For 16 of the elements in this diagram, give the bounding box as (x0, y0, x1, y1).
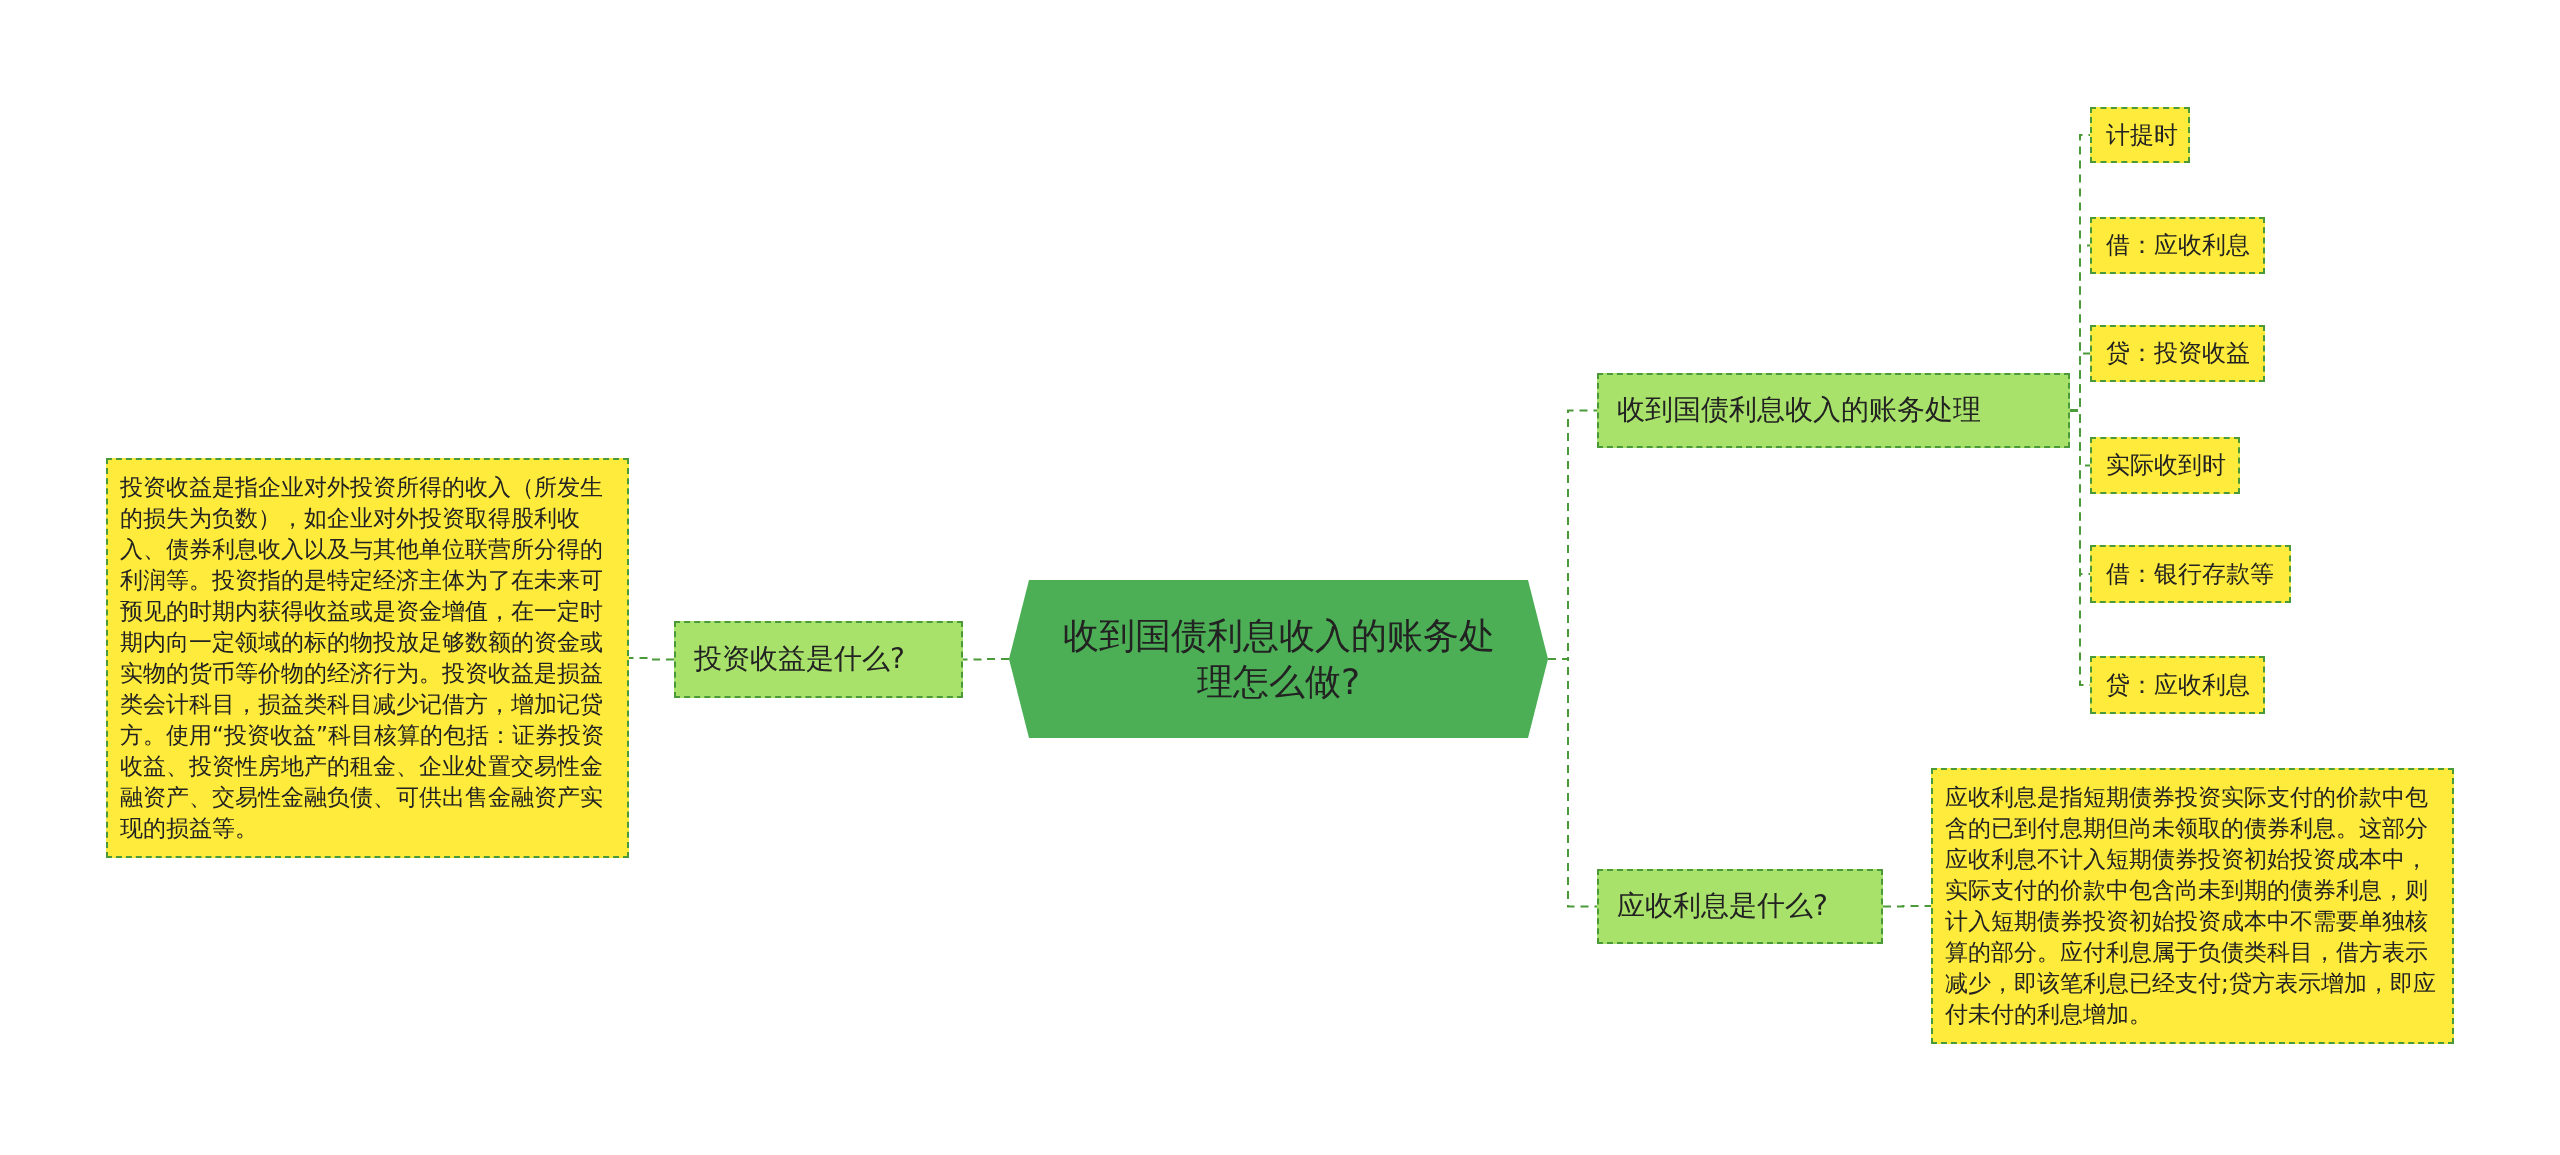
connector-line (1547, 658, 1598, 908)
note-box: 投资收益是指企业对外投资所得的收入（所发生的损失为负数），如企业对外投资取得股利收入、债券利息收入以及与其他单位联营所分得的利润等。投资指的是特定经济主体为了在未来可预见的时期内获得收益或是资金增值，在一定时期内向一定领域的标的物投放足够数额的资金或实物的货币等价物的经济行为。投资收益是损益类会计科目，损益类科目减少记借方，增加记贷方。使用“投资收益”科目核算的包括：证券投资收益、投资性房地产的租金、企业处置交易性金融资产、交易性金融负债、可供出售金融资产实现的损益等。 (106, 458, 629, 858)
topic-box: 收到国债利息收入的账务处理 (1597, 372, 2070, 448)
note-box: 借：应收利息 (2090, 216, 2265, 274)
connector-line (628, 657, 675, 661)
note-box: 贷：投资收益 (2090, 324, 2265, 382)
connector-line (1882, 905, 1932, 908)
note-box: 计提时 (2090, 107, 2190, 163)
connector-line (962, 658, 1010, 661)
topic-box: 投资收益是什么? (674, 620, 963, 698)
note-box: 实际收到时 (2090, 436, 2240, 494)
note-box: 应收利息是指短期债券投资实际支付的价款中包含的已到付息期但尚未领取的债券利息。这部分应收利息不计入短期债券投资初始投资成本中，实际支付的价款中包含尚未到期的债券利息，则计入短期债券投资初始投资成本中不需要单独核算的部分。应付利息属于负债类科目，借方表示减少，即该笔利息已经支付;贷方表示增加，即应付未付的利息增加。 (1931, 768, 2454, 1044)
note-box: 借：银行存款等 (2090, 545, 2291, 603)
topic-box: 应收利息是什么? (1597, 868, 1883, 944)
topic-hexagon: 收到国债利息收入的账务处理怎么做? (1009, 580, 1548, 738)
note-box: 贷：应收利息 (2090, 656, 2265, 714)
